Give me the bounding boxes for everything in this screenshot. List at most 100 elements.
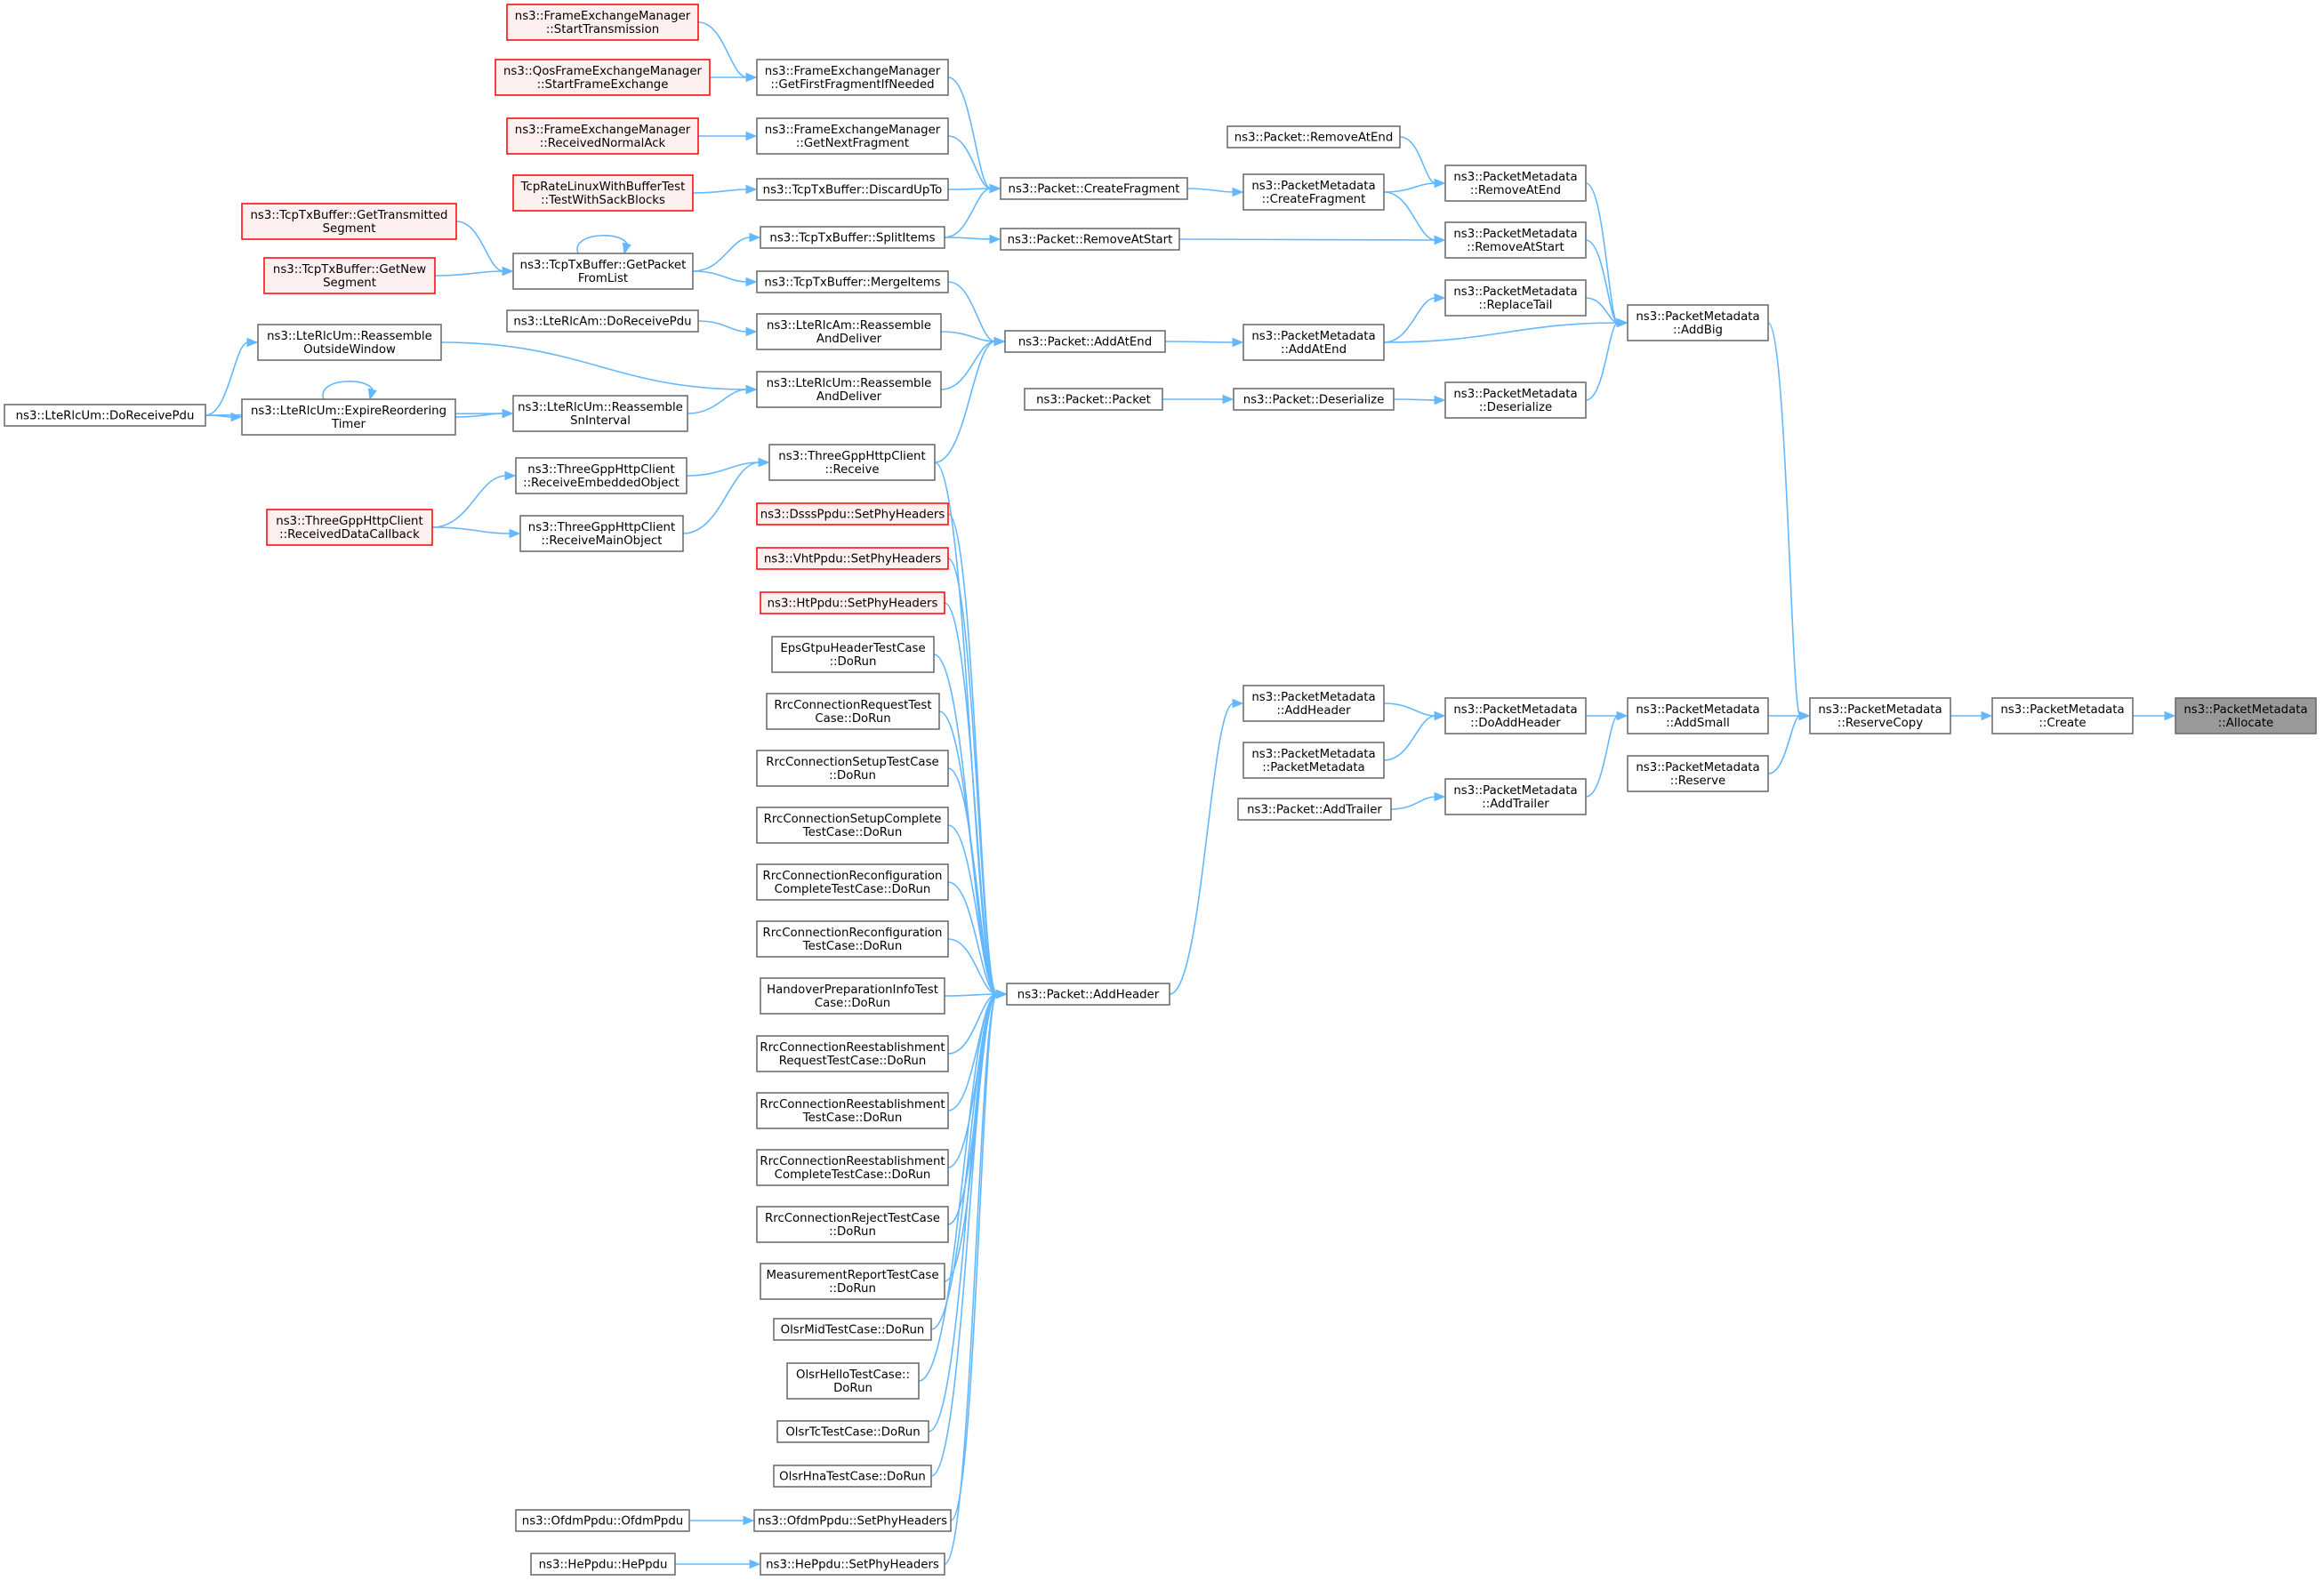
node-box [512, 395, 688, 432]
node-pm-create-fragment[interactable]: ns3::PacketMetadata::CreateFragment [1242, 173, 1385, 211]
node-label-line: ns3::TcpTxBuffer::MergeItems [764, 277, 940, 290]
edge-arrowhead [1222, 394, 1234, 405]
node-box [1242, 324, 1385, 361]
edge-pkt-remove-at-start-to-pm-remove-at-start [1178, 238, 1436, 241]
edge-rrc-setup-complete-test-to-pkt-add-header [947, 824, 998, 995]
node-pkt-packet[interactable]: ns3::Packet::Packet [1024, 388, 1163, 411]
node-rrc-setup-complete-test[interactable]: RrcConnectionSetupCompleteTestCase::DoRu… [756, 807, 949, 844]
edge-arrowhead [745, 326, 758, 337]
node-olsr-hello-test[interactable]: OlsrHelloTestCase::DoRun [786, 1362, 920, 1400]
node-olsr-mid-test[interactable]: OlsrMidTestCase::DoRun [773, 1318, 932, 1341]
node-rrc-reest-test[interactable]: RrcConnectionReestablishmentTestCase::Do… [756, 1092, 949, 1129]
edge-arrowhead [1232, 337, 1244, 348]
node-pm-reserve-copy[interactable]: ns3::PacketMetadata::ReserveCopy [1809, 697, 1951, 734]
edge-arrowhead [745, 131, 758, 141]
node-label-line: ns3::TcpTxBuffer::GetPacket [520, 259, 687, 272]
node-pkt-add-trailer[interactable]: ns3::Packet::AddTrailer [1237, 798, 1392, 821]
node-ofdm-ppdu-ctor[interactable]: ns3::OfdmPpdu::OfdmPpdu [515, 1509, 690, 1532]
edge-rrc-reconf-complete-test-to-pkt-add-header [947, 881, 998, 995]
node-pm-reserve[interactable]: ns3::PacketMetadata::Reserve [1627, 755, 1769, 792]
edge-arrowhead [989, 234, 1001, 245]
node-meas-report-test[interactable]: MeasurementReportTestCase::DoRun [760, 1263, 945, 1300]
edge-arrowhead [758, 457, 770, 468]
node-label-line: ns3::TcpTxBuffer::GetTransmitted [251, 209, 448, 222]
node-pkt-remove-at-start[interactable]: ns3::Packet::RemoveAtStart [1000, 228, 1180, 251]
edge-arrowhead [502, 266, 514, 277]
node-label-line: RrcConnectionSetupComplete [764, 813, 942, 826]
node-label-line: ns3::HtPpdu::SetPhyHeaders [768, 598, 938, 611]
node-http-recv-main[interactable]: ns3::ThreeGppHttpClient::ReceiveMainObje… [519, 515, 684, 552]
node-rrc-reject-test[interactable]: RrcConnectionRejectTestCase::DoRun [756, 1206, 949, 1243]
node-um-do-receive[interactable]: ns3::LteRlcUm::DoReceivePdu [4, 404, 206, 427]
node-fem-get-first-frag[interactable]: ns3::FrameExchangeManager::GetFirstFragm… [756, 59, 949, 96]
node-pkt-deserialize[interactable]: ns3::Packet::Deserialize [1233, 388, 1395, 411]
node-http-receive[interactable]: ns3::ThreeGppHttpClient::Receive [768, 444, 936, 481]
node-pm-create[interactable]: ns3::PacketMetadata::Create [1991, 697, 2134, 734]
node-tx-split-items[interactable]: ns3::TcpTxBuffer::SplitItems [760, 226, 945, 249]
node-rrc-reest-req-test[interactable]: RrcConnectionReestablishmentRequestTestC… [756, 1035, 949, 1072]
node-ofdm-set-phy[interactable]: ns3::OfdmPpdu::SetPhyHeaders [753, 1509, 952, 1532]
edge-pm-create-fragment-to-pm-remove-at-start [1383, 191, 1436, 241]
node-pm-add-header[interactable]: ns3::PacketMetadata::AddHeader [1242, 685, 1385, 722]
node-box [1444, 778, 1587, 815]
node-http-received-cb[interactable]: ns3::ThreeGppHttpClient::ReceivedDataCal… [266, 509, 433, 546]
node-pkt-create-fragment[interactable]: ns3::Packet::CreateFragment [1000, 177, 1188, 200]
node-pkt-add-at-end[interactable]: ns3::Packet::AddAtEnd [1004, 330, 1166, 353]
node-olsr-hna-test[interactable]: OlsrHnaTestCase::DoRun [773, 1465, 932, 1488]
node-pm-add-at-end[interactable]: ns3::PacketMetadata::AddAtEnd [1242, 324, 1385, 361]
node-label-line: ns3::HePpdu::SetPhyHeaders [766, 1559, 939, 1572]
node-pm-add-big[interactable]: ns3::PacketMetadata::AddBig [1627, 304, 1769, 341]
node-http-recv-embedded[interactable]: ns3::ThreeGppHttpClient::ReceiveEmbedded… [515, 457, 688, 494]
node-tx-merge-items[interactable]: ns3::TcpTxBuffer::MergeItems [756, 270, 949, 293]
node-box [506, 4, 699, 41]
node-pm-add-small[interactable]: ns3::PacketMetadata::AddSmall [1627, 697, 1769, 734]
node-olsr-tc-test[interactable]: OlsrTcTestCase::DoRun [776, 1420, 929, 1443]
node-label-line: ns3::Packet::RemoveAtStart [1008, 234, 1173, 247]
node-eps-gtpu-test[interactable]: EpsGtpuHeaderTestCase::DoRun [771, 636, 935, 673]
node-tx-discard-upto[interactable]: ns3::TcpTxBuffer::DiscardUpTo [756, 178, 949, 201]
node-rrc-reconf-complete-test[interactable]: RrcConnectionReconfigurationCompleteTest… [756, 863, 949, 901]
node-he-set-phy[interactable]: ns3::HePpdu::SetPhyHeaders [760, 1553, 945, 1576]
node-ht-set-phy[interactable]: ns3::HtPpdu::SetPhyHeaders [760, 591, 945, 614]
node-qos-start-fe[interactable]: ns3::QosFrameExchangeManager::StartFrame… [495, 59, 711, 96]
node-pm-remove-at-start[interactable]: ns3::PacketMetadata::RemoveAtStart [1444, 221, 1587, 259]
node-rrc-setup-test[interactable]: RrcConnectionSetupTestCase::DoRun [756, 750, 949, 787]
edge-arrowhead [989, 183, 1001, 194]
node-box [756, 920, 949, 958]
node-pm-remove-at-end[interactable]: ns3::PacketMetadata::RemoveAtEnd [1444, 165, 1587, 202]
node-rrc-reconf-test[interactable]: RrcConnectionReconfigurationTestCase::Do… [756, 920, 949, 958]
node-pkt-remove-at-end[interactable]: ns3::Packet::RemoveAtEnd [1226, 125, 1401, 148]
node-pm-deserialize[interactable]: ns3::PacketMetadata::Deserialize [1444, 381, 1587, 419]
node-pkt-add-header[interactable]: ns3::Packet::AddHeader [1006, 983, 1170, 1006]
node-fem-get-next-frag[interactable]: ns3::FrameExchangeManager::GetNextFragme… [756, 117, 949, 155]
edge-arrowhead [230, 412, 243, 422]
node-dsss-set-phy[interactable]: ns3::DsssPpdu::SetPhyHeaders [756, 502, 949, 526]
node-label-line: ::ReceiveEmbeddedObject [523, 477, 680, 490]
node-fem-recv-normal-ack[interactable]: ns3::FrameExchangeManager::ReceivedNorma… [506, 117, 699, 155]
node-am-do-receive[interactable]: ns3::LteRlcAm::DoReceivePdu [506, 309, 699, 333]
node-pm-add-trailer[interactable]: ns3::PacketMetadata::AddTrailer [1444, 778, 1587, 815]
node-tcp-rate-test[interactable]: TcpRateLinuxWithBufferTest::TestWithSack… [512, 174, 694, 212]
node-pm-replace-tail[interactable]: ns3::PacketMetadata::ReplaceTail [1444, 279, 1587, 317]
edge-pkt-remove-at-end-to-pm-remove-at-end [1399, 136, 1436, 184]
node-fem-start-tx[interactable]: ns3::FrameExchangeManager::StartTransmis… [506, 4, 699, 41]
node-he-ppdu-ctor[interactable]: ns3::HePpdu::HePpdu [530, 1553, 676, 1576]
node-vht-set-phy[interactable]: ns3::VhtPpdu::SetPhyHeaders [756, 547, 949, 570]
node-label-line: ns3::PacketMetadata [1251, 180, 1375, 193]
node-rrc-reest-complete-test[interactable]: RrcConnectionReestablishmentCompleteTest… [756, 1149, 949, 1186]
node-pm-do-add-header[interactable]: ns3::PacketMetadata::DoAddHeader [1444, 697, 1587, 734]
node-pm-packet-metadata[interactable]: ns3::PacketMetadata::PacketMetadata [1242, 742, 1385, 779]
node-label-line: OlsrHelloTestCase:: [796, 1368, 910, 1382]
node-label-line: Case::DoRun [815, 712, 890, 726]
node-box [760, 1263, 945, 1300]
